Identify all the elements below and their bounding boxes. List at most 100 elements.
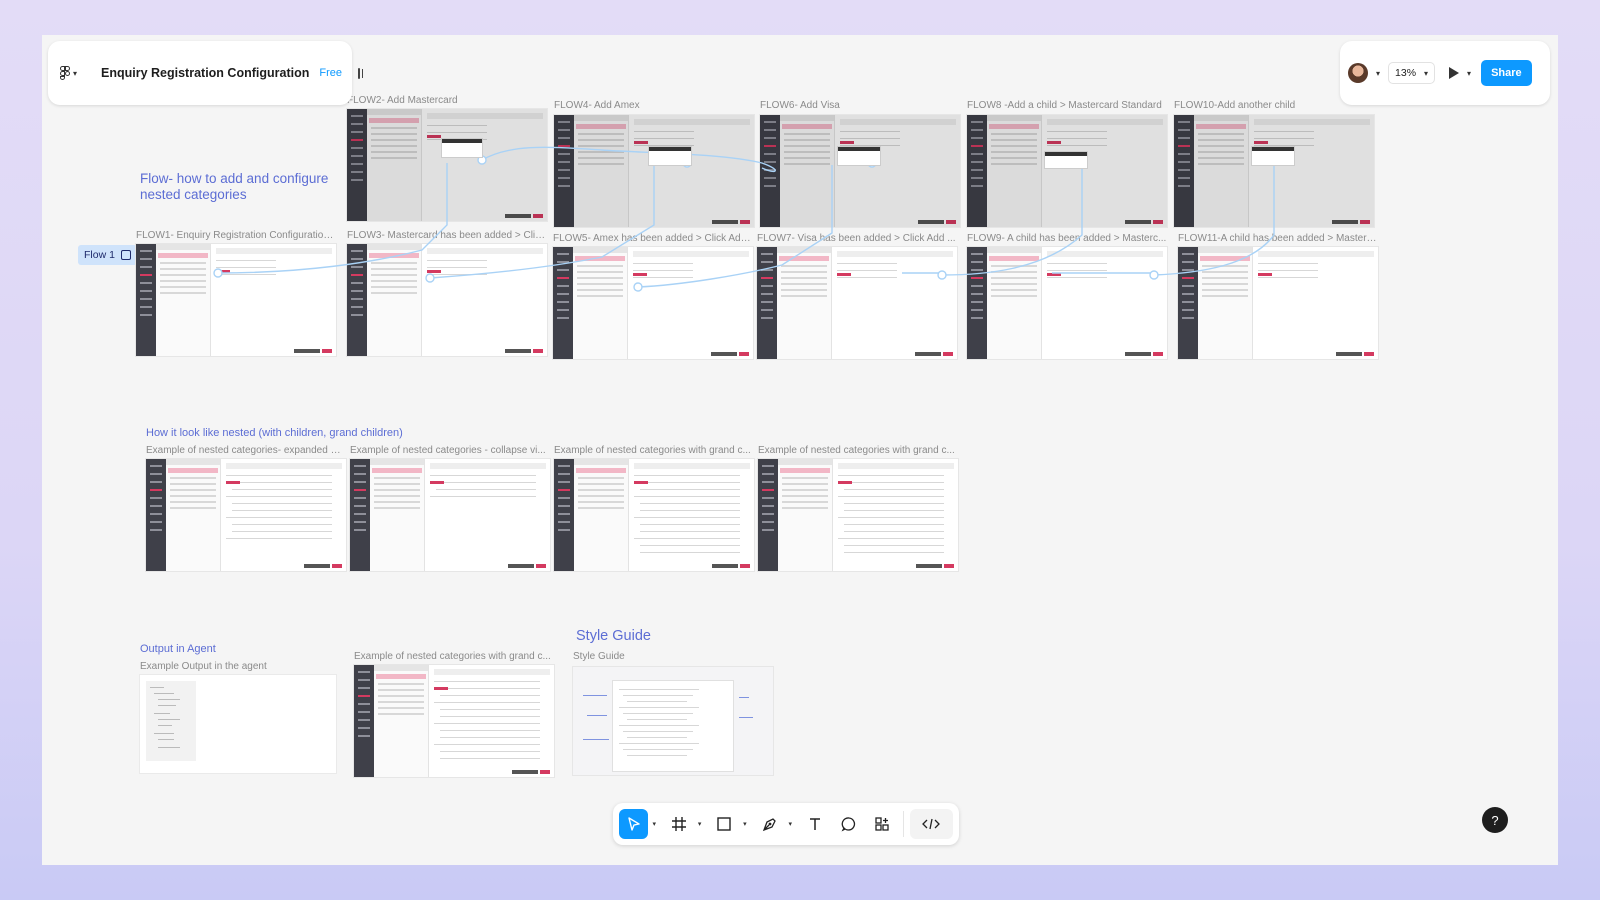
nested-section-title: How it look like nested (with children, … — [146, 427, 403, 439]
frame-flow2[interactable] — [347, 109, 547, 221]
flow-section-title: Flow- how to add and configure nested ca… — [140, 171, 329, 202]
frame-sidebar — [554, 459, 574, 571]
chevron-down-icon[interactable]: ▾ — [697, 821, 702, 828]
text-icon — [810, 818, 821, 830]
pen-tool[interactable] — [755, 809, 784, 839]
bottom-toolbar: ▾ ▾ ▾ ▾ — [613, 803, 959, 845]
frame-nested5[interactable] — [354, 665, 554, 777]
frame-flow4[interactable] — [554, 115, 754, 227]
frame-category-panel — [778, 459, 833, 571]
frame-label-nested1[interactable]: Example of nested categories- expanded b… — [146, 445, 344, 456]
user-avatar[interactable] — [1348, 63, 1368, 83]
rectangle-icon — [717, 817, 732, 831]
frame-tool[interactable] — [664, 809, 693, 839]
frame-sidebar — [1174, 115, 1194, 227]
frame-label-flow8[interactable]: FLOW8 -Add a child > Mastercard Standard — [967, 100, 1162, 111]
frame-sidebar — [757, 247, 777, 359]
frame-content — [430, 665, 554, 777]
frame-content — [1254, 247, 1378, 359]
frame-category-panel — [156, 244, 211, 356]
frame-label-nested3[interactable]: Example of nested categories with grand … — [554, 445, 751, 456]
frame-category-panel — [370, 459, 425, 571]
frame-sidebar — [554, 115, 574, 227]
canvas[interactable]: Flow- how to add and configure nested ca… — [42, 35, 1558, 865]
comment-tool[interactable] — [834, 809, 863, 839]
actions-tool[interactable] — [867, 809, 896, 839]
frame-label-output[interactable]: Example Output in the agent — [140, 661, 267, 672]
zoom-dropdown[interactable]: 13% ▾ — [1388, 62, 1436, 84]
output-section-title: Output in Agent — [140, 643, 216, 655]
frame-flow1[interactable] — [136, 244, 336, 356]
chevron-down-icon: ▾ — [73, 68, 78, 78]
frame-category-panel — [374, 665, 429, 777]
chevron-down-icon[interactable]: ▾ — [743, 821, 747, 828]
frame-category-panel — [573, 247, 628, 359]
frame-nested1[interactable] — [146, 459, 346, 571]
frame-content — [426, 459, 550, 571]
help-button[interactable]: ? — [1482, 807, 1508, 833]
frame-label-flow5[interactable]: FLOW5- Amex has been added > Click Add..… — [553, 233, 753, 244]
frame-content — [836, 115, 960, 227]
chevron-down-icon[interactable]: ▾ — [652, 821, 656, 828]
dev-mode-toggle[interactable] — [909, 809, 954, 839]
frame-flow5[interactable] — [553, 247, 753, 359]
frame-content — [1043, 115, 1167, 227]
frame-label-flow6[interactable]: FLOW6- Add Visa — [760, 100, 840, 111]
frame-nested3[interactable] — [554, 459, 754, 571]
flow-starting-point-tag[interactable]: Flow 1 — [78, 245, 137, 265]
move-tool[interactable] — [619, 809, 649, 839]
frame-sidebar — [967, 247, 987, 359]
frame-category-panel — [367, 244, 422, 356]
frame-flow10[interactable] — [1174, 115, 1374, 227]
document-title[interactable]: Enquiry Registration Configuration — [101, 66, 310, 80]
present-play-icon[interactable] — [1449, 67, 1460, 79]
frame-flow6[interactable] — [760, 115, 960, 227]
frame-category-panel — [166, 459, 221, 571]
frame-label-flow7[interactable]: FLOW7- Visa has been added > Click Add .… — [757, 233, 956, 244]
shape-tool[interactable] — [710, 809, 739, 839]
plan-badge[interactable]: Free — [319, 67, 342, 79]
file-titlebar: ▾ Enquiry Registration Configuration Fre… — [48, 41, 363, 105]
frame-flow9[interactable] — [967, 247, 1167, 359]
components-icon — [875, 817, 889, 831]
frame-flow8[interactable] — [967, 115, 1167, 227]
share-button[interactable]: Share — [1481, 60, 1532, 86]
frame-sidebar — [354, 665, 374, 777]
main-menu-button[interactable]: ▾ — [60, 66, 77, 80]
figma-logo-icon — [60, 66, 70, 80]
frame-flow7[interactable] — [757, 247, 957, 359]
frame-label-flow11[interactable]: FLOW11-A child has been added > Masterc.… — [1178, 233, 1378, 244]
chevron-down-icon[interactable]: ▾ — [1376, 68, 1381, 78]
frame-sidebar — [967, 115, 987, 227]
frame-label-flow1[interactable]: FLOW1- Enquiry Registration Configuratio… — [136, 230, 334, 241]
frame-content — [629, 247, 753, 359]
toggle-sidebar-icon[interactable] — [357, 67, 363, 79]
chevron-down-icon[interactable]: ▾ — [788, 821, 793, 828]
frame-sidebar — [758, 459, 778, 571]
frame-style[interactable] — [573, 667, 773, 775]
frame-flow11[interactable] — [1178, 247, 1378, 359]
frame-label-nested4[interactable]: Example of nested categories with grand … — [758, 445, 955, 456]
frame-label-flow2[interactable]: FLOW2- Add Mastercard — [347, 95, 458, 106]
frame-nested2[interactable] — [350, 459, 550, 571]
frame-content — [630, 115, 754, 227]
frame-label-flow3[interactable]: FLOW3- Mastercard has been added > Clic.… — [347, 230, 547, 241]
frame-content — [630, 459, 754, 571]
frame-sidebar — [347, 244, 367, 356]
frame-label-flow4[interactable]: FLOW4- Add Amex — [554, 100, 640, 111]
frame-label-style[interactable]: Style Guide — [573, 651, 625, 662]
frame-sidebar — [350, 459, 370, 571]
code-icon — [922, 818, 941, 830]
frame-flow3[interactable] — [347, 244, 547, 356]
frame-label-nested5[interactable]: Example of nested categories with grand … — [354, 651, 551, 662]
frame-label-nested2[interactable]: Example of nested categories - collapse … — [350, 445, 546, 456]
frame-label-flow9[interactable]: FLOW9- A child has been added > Masterc.… — [967, 233, 1167, 244]
frame-modal — [649, 147, 691, 165]
chevron-down-icon[interactable]: ▾ — [1467, 68, 1472, 78]
frame-category-panel — [987, 247, 1042, 359]
frame-nested4[interactable] — [758, 459, 958, 571]
text-tool[interactable] — [800, 809, 829, 839]
agent-output-preview — [146, 681, 196, 761]
frame-icon — [672, 817, 687, 831]
frame-output-agent[interactable] — [140, 675, 336, 773]
